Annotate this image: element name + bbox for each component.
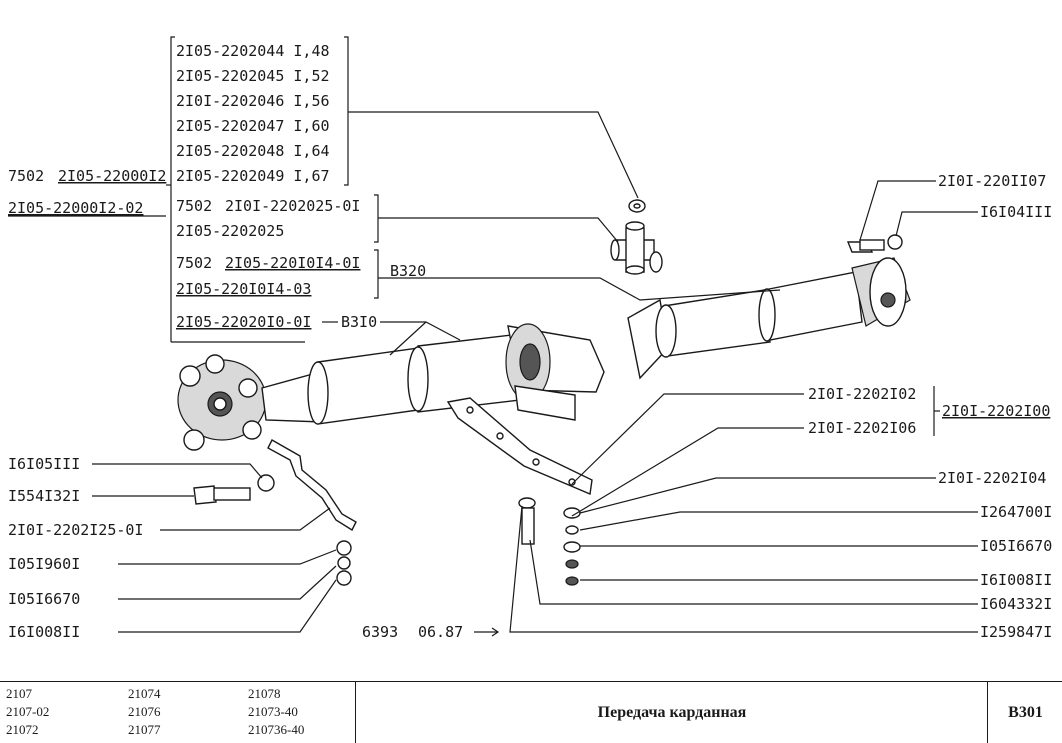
rear-shaft-prefix: 7502 bbox=[176, 254, 212, 272]
stamp-date: 06.87 bbox=[418, 623, 463, 641]
label-2101-2202102: 2I0I-2202I02 bbox=[808, 385, 916, 403]
cross-number-1: 2I0I-2202025-0I bbox=[225, 197, 360, 215]
label-12598471: I259847I bbox=[980, 623, 1052, 641]
label-2105-2202048: 2I05-2202048 I,64 bbox=[176, 142, 330, 160]
title-block: 2107 2107-02 21072 21074 21076 21077 210… bbox=[0, 681, 1062, 743]
label-2105-2202049: 2I05-2202049 I,67 bbox=[176, 167, 330, 185]
model-column-3: 21078 21073-40 210736-40 bbox=[248, 685, 304, 739]
label-2101-2201107: 2I0I-220II07 bbox=[938, 172, 1046, 190]
model-item: 21077 bbox=[128, 722, 161, 737]
front-shaft-ref: В3I0 bbox=[341, 313, 377, 331]
rear-bolt-and-nut bbox=[846, 234, 903, 253]
page-title: Передача карданная bbox=[357, 682, 988, 743]
cross-number-2: 2I05-2202025 bbox=[176, 222, 284, 240]
label-10516670-right: I05I6670 bbox=[980, 537, 1052, 555]
label-2101-2202046: 2I0I-2202046 I,56 bbox=[176, 92, 330, 110]
stamp-number: 6393 bbox=[362, 623, 398, 641]
label-2101-2202100: 2I0I-2202I00 bbox=[942, 402, 1050, 420]
model-item: 21074 bbox=[128, 686, 161, 701]
label-10516670-left: I05I6670 bbox=[8, 590, 80, 608]
label-2101-2202104: 2I0I-2202I04 bbox=[938, 469, 1046, 487]
label-16100811-left: I6I008II bbox=[8, 623, 80, 641]
front-bolt-and-bracket bbox=[193, 439, 357, 586]
leader-lines bbox=[8, 36, 978, 637]
support-bracket bbox=[446, 397, 593, 495]
assembly-prefix: 7502 bbox=[8, 167, 44, 185]
label-2101-2202125: 2I0I-2202I25-0I bbox=[8, 521, 143, 539]
model-item: 21078 bbox=[248, 686, 281, 701]
label-16100811-right: I6I008II bbox=[980, 571, 1052, 589]
assembly-main-number: 2I05-22000I2 bbox=[58, 167, 166, 185]
label-2101-2202106: 2I0I-2202I06 bbox=[808, 419, 916, 437]
label-2105-2202044: 2I05-2202044 I,48 bbox=[176, 42, 330, 60]
front-flexible-coupling bbox=[177, 354, 267, 451]
cross-prefix: 7502 bbox=[176, 197, 212, 215]
label-16105111: I6I05III bbox=[8, 455, 80, 473]
model-item: 21073-40 bbox=[248, 704, 298, 719]
model-item: 2107 bbox=[6, 686, 32, 701]
rear-shaft bbox=[627, 257, 911, 380]
front-shaft-number: 2I05-22020I0-0I bbox=[176, 313, 311, 331]
model-column-1: 2107 2107-02 21072 bbox=[6, 685, 49, 739]
label-10519601: I05I960I bbox=[8, 555, 80, 573]
model-item: 21076 bbox=[128, 704, 161, 719]
label-12647001: I264700I bbox=[980, 503, 1052, 521]
cardan-drive-diagram: 2I05-2202044 I,48 2I05-2202045 I,52 2I0I… bbox=[8, 36, 1052, 641]
rear-shaft-ref: В320 bbox=[390, 262, 426, 280]
universal-joint-cross bbox=[610, 199, 663, 275]
label-2105-2202047: 2I05-2202047 I,60 bbox=[176, 117, 330, 135]
label-16043321: I604332I bbox=[980, 595, 1052, 613]
rear-shaft-number-1: 2I05-220I0I4-0I bbox=[225, 254, 360, 272]
intermediate-support bbox=[505, 323, 605, 421]
assembly-alt-number: 2I05-22000I2-02 bbox=[8, 199, 143, 217]
label-15541321: I554I32I bbox=[8, 487, 80, 505]
page-code: В301 bbox=[1008, 703, 1043, 721]
label-2105-2202045: 2I05-2202045 I,52 bbox=[176, 67, 330, 85]
label-16104111: I6I04III bbox=[980, 203, 1052, 221]
part-labels: 2I05-2202044 I,48 2I05-2202045 I,52 2I0I… bbox=[8, 42, 1052, 641]
model-item: 21072 bbox=[6, 722, 39, 737]
front-shaft bbox=[261, 333, 521, 425]
rear-shaft-number-2: 2I05-220I0I4-03 bbox=[176, 280, 311, 298]
model-item: 2107-02 bbox=[6, 704, 50, 719]
bracket-hardware-stack bbox=[518, 497, 581, 586]
model-list: 2107 2107-02 21072 21074 21076 21077 210… bbox=[0, 682, 356, 743]
model-column-2: 21074 21076 21077 bbox=[128, 685, 161, 739]
model-item: 210736-40 bbox=[248, 722, 305, 737]
